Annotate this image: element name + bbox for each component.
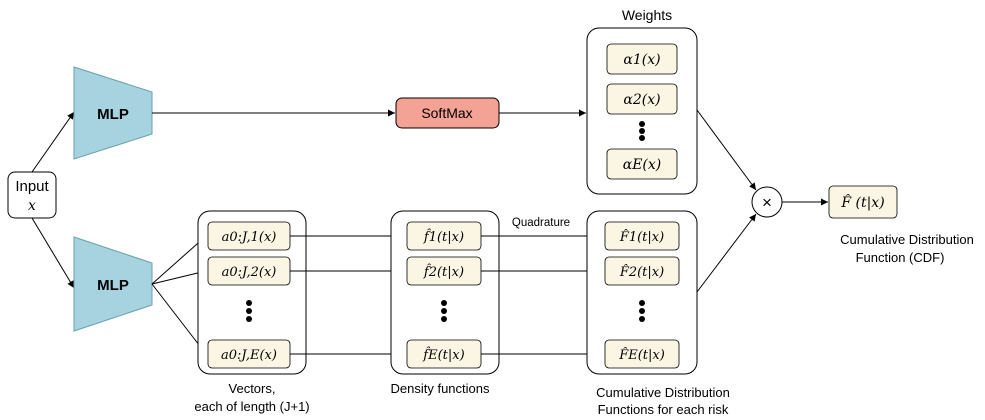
multiply-icon: ×: [762, 193, 772, 212]
density-item: f̂E(t|x): [406, 339, 482, 369]
ellipsis-dots: [639, 300, 645, 322]
arrow-mlp-to-vector-1: [151, 235, 207, 285]
input-label: Input: [15, 178, 49, 195]
output-caption-line2: Function (CDF): [856, 250, 945, 265]
softmax-label: SoftMax: [421, 105, 472, 121]
cdf-item: F̂1(t|x): [604, 221, 680, 251]
vectors-caption-line1: Vectors,: [229, 381, 276, 396]
mlp-bottom: MLP: [73, 236, 153, 332]
density-item-label: f̂E(t|x): [422, 346, 464, 363]
ellipsis-dots: [246, 300, 252, 322]
output-node: F̂ (t|x) Cumulative Distribution Functio…: [828, 185, 974, 265]
output-label: F̂ (t|x): [840, 193, 884, 211]
vector-item: a0:J,E(x): [207, 339, 291, 369]
mlp-top: MLP: [73, 66, 153, 160]
arrow-input-to-mlp-top: [31, 111, 75, 173]
multiply-node: ×: [751, 186, 783, 218]
vector-item-label: a0:J,1(x): [222, 230, 277, 245]
mlp-bottom-label: MLP: [97, 277, 129, 294]
density-item-label: f̂1(t|x): [423, 228, 464, 245]
density-group: f̂1(t|x) f̂2(t|x) f̂E(t|x) Density funct…: [390, 210, 500, 396]
cdf-item-label: F̂1(t|x): [619, 229, 664, 245]
quadrature-label: Quadrature: [512, 217, 570, 229]
weights-title: Weights: [622, 7, 672, 23]
density-item: f̂2(t|x): [406, 256, 482, 286]
density-item-label: f̂2(t|x): [423, 263, 464, 280]
arrow-mlp-to-vector-e: [151, 283, 207, 355]
mlp-top-label: MLP: [97, 106, 129, 123]
softmax-node: SoftMax: [395, 97, 500, 129]
ellipsis-dots: [441, 300, 447, 322]
ellipsis-dots: [639, 121, 645, 141]
arrow-input-to-mlp-bottom: [31, 217, 75, 289]
input-node: Input x: [7, 171, 57, 219]
weight-item: αE(x): [606, 148, 678, 180]
output-caption-line1: Cumulative Distribution: [840, 232, 974, 247]
input-symbol: x: [28, 198, 36, 214]
cdfs-group: F̂1(t|x) F̂2(t|x) F̂E(t|x) Cumulative Di…: [586, 210, 730, 417]
vector-item-label: a0:J,2(x): [222, 265, 277, 280]
density-caption: Density functions: [391, 381, 490, 396]
arrow-cdfs-to-multiply: [696, 213, 757, 293]
weight-item: α1(x): [606, 43, 678, 75]
weight-item: α2(x): [606, 83, 678, 115]
weight-item-label: α2(x): [623, 92, 660, 108]
vectors-group: a0:J,1(x) a0:J,2(x) a0:J,E(x) Vectors, e…: [194, 210, 310, 414]
cdf-item: F̂E(t|x): [604, 339, 680, 369]
cdf-item: F̂2(t|x): [604, 256, 680, 286]
cdf-item-label: F̂E(t|x): [618, 347, 665, 363]
vector-item: a0:J,2(x): [207, 256, 291, 286]
arrow-weights-to-multiply: [696, 109, 757, 191]
vectors-caption-line2: each of length (J+1): [194, 399, 309, 414]
weight-item-label: α1(x): [623, 52, 660, 68]
weights-group: Weights α1(x) α2(x) αE(x): [586, 7, 698, 195]
cdfs-caption-line1: Cumulative Distribution: [596, 385, 730, 400]
cdf-item-label: F̂2(t|x): [619, 264, 664, 280]
weight-item-label: αE(x): [623, 157, 662, 173]
vector-item: a0:J,1(x): [207, 221, 291, 251]
cdfs-caption-line2: Functions for each risk: [598, 402, 729, 417]
density-item: f̂1(t|x): [406, 221, 482, 251]
arrow-mlp-to-vector-2: [151, 269, 207, 285]
vector-item-label: a0:J,E(x): [221, 348, 277, 363]
